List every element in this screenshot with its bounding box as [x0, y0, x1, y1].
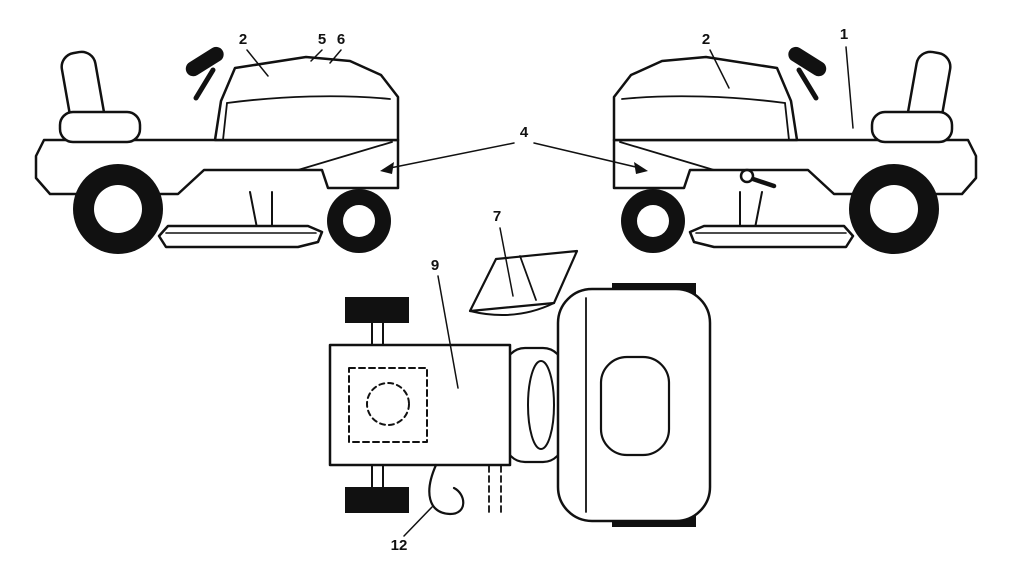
leader-line-2-left [246, 49, 269, 77]
callout-2-right: 2 [699, 31, 713, 48]
leader-line-9 [437, 275, 459, 389]
leader-line-1 [845, 46, 854, 129]
callout-1: 1 [837, 26, 851, 43]
steering-shaft-top [527, 360, 555, 450]
engine-pulley-hidden [366, 382, 410, 426]
engine-hidden-outline [348, 367, 428, 443]
tractor-left-side-view [36, 44, 398, 254]
leader-line-12 [403, 506, 433, 537]
tractor-right-side-view [614, 44, 976, 254]
callout-9: 9 [428, 257, 442, 274]
leader-line-5 [310, 49, 323, 62]
leader-line-4-left [389, 142, 515, 169]
discharge-chute [468, 249, 579, 313]
engine-cover-top [328, 343, 512, 467]
callout-4: 4 [517, 124, 531, 141]
callout-7: 7 [490, 208, 504, 225]
deck-lift-lever [750, 176, 777, 189]
arrowhead-4-right [634, 162, 648, 174]
deck-lift-knob [739, 168, 755, 184]
front-wheel-top-right [345, 487, 409, 513]
leader-line-4-right [533, 142, 641, 169]
leader-line-6 [329, 49, 342, 64]
callout-2-left: 2 [236, 31, 250, 48]
cable-loop [428, 463, 465, 516]
callout-12: 12 [388, 537, 410, 554]
leader-line-2-right [709, 49, 730, 89]
arrowhead-4-left [380, 162, 394, 174]
leader-lines [246, 46, 854, 537]
callout-5: 5 [315, 31, 329, 48]
leader-line-7 [499, 227, 514, 297]
callout-6: 6 [334, 31, 348, 48]
tractor-top-view [328, 249, 712, 527]
front-wheel-top-left [345, 297, 409, 323]
seat-top-view [599, 355, 671, 457]
